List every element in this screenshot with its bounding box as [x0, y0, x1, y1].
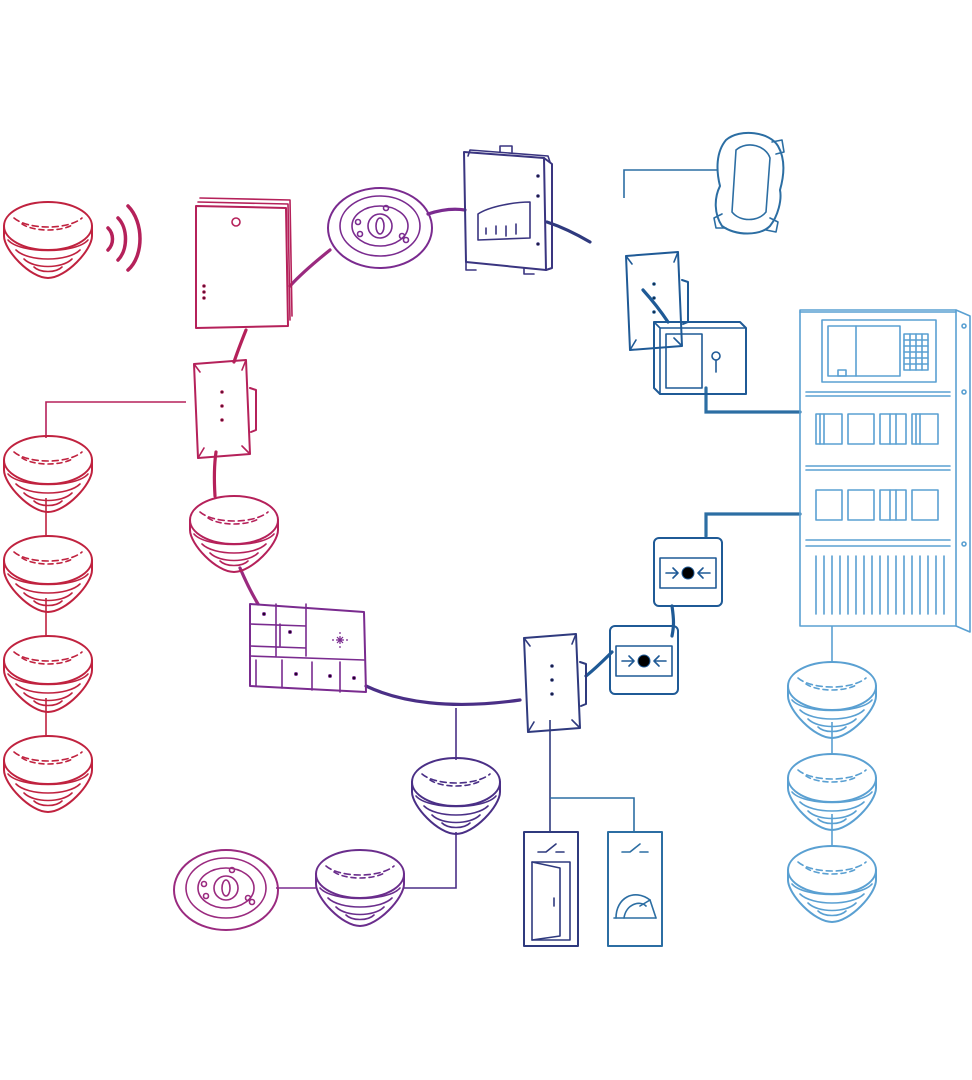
smoke-detector-icon	[787, 753, 877, 831]
loop-segment	[545, 220, 592, 244]
fire-damper-icon	[607, 831, 663, 947]
smoke-detector-icon	[315, 849, 405, 927]
wireless-gateway-icon	[195, 197, 293, 329]
panel-detector-chain	[787, 626, 877, 923]
smoke-detector-icon	[189, 495, 279, 573]
wire	[404, 832, 457, 889]
loop-isolator-module-icon	[523, 633, 587, 733]
keypad-icon	[903, 333, 929, 371]
door-holder-icon	[523, 831, 579, 947]
loop-segment	[212, 450, 218, 498]
fire-alarm-control-panel-icon	[799, 309, 971, 633]
loop-segment	[238, 566, 260, 606]
loop-segment	[426, 207, 467, 216]
wire	[550, 797, 635, 832]
flame-detector-icon	[327, 187, 433, 269]
wire	[45, 401, 186, 438]
loop-segment	[704, 512, 802, 538]
smoke-detector-icon	[411, 757, 501, 835]
smoke-detector-icon	[3, 635, 93, 713]
wireless-smoke-detector-icon	[3, 201, 93, 279]
left-detector-chain	[3, 435, 93, 813]
manual-call-point-icon	[609, 625, 679, 695]
manual-call-point-icon	[653, 537, 723, 607]
wire	[623, 169, 718, 198]
loop-segment	[232, 328, 248, 364]
smoke-detector-icon	[787, 661, 877, 739]
loop-segment	[641, 288, 670, 324]
aspirating-detector-icon	[463, 145, 553, 275]
repeater-panel-icon	[249, 603, 367, 693]
loop-segment	[704, 386, 802, 414]
loop-segment	[288, 248, 332, 288]
smoke-detector-icon	[3, 535, 93, 613]
loop-segment	[670, 604, 676, 638]
smoke-detector-icon	[3, 435, 93, 513]
detection-loop	[212, 207, 802, 707]
loop-isolator-module-icon	[625, 251, 689, 351]
loop-segment	[584, 650, 614, 678]
wireless-signal-icon	[106, 204, 142, 272]
led-indicator-icon	[332, 632, 348, 648]
loop-segment	[364, 684, 522, 707]
flame-detector-icon	[173, 849, 279, 931]
sounder-beacon-icon	[713, 131, 785, 235]
smoke-detector-icon	[787, 845, 877, 923]
loop-isolator-module-icon	[193, 359, 257, 459]
key-switch-box-icon	[653, 321, 747, 395]
smoke-detector-icon	[3, 735, 93, 813]
